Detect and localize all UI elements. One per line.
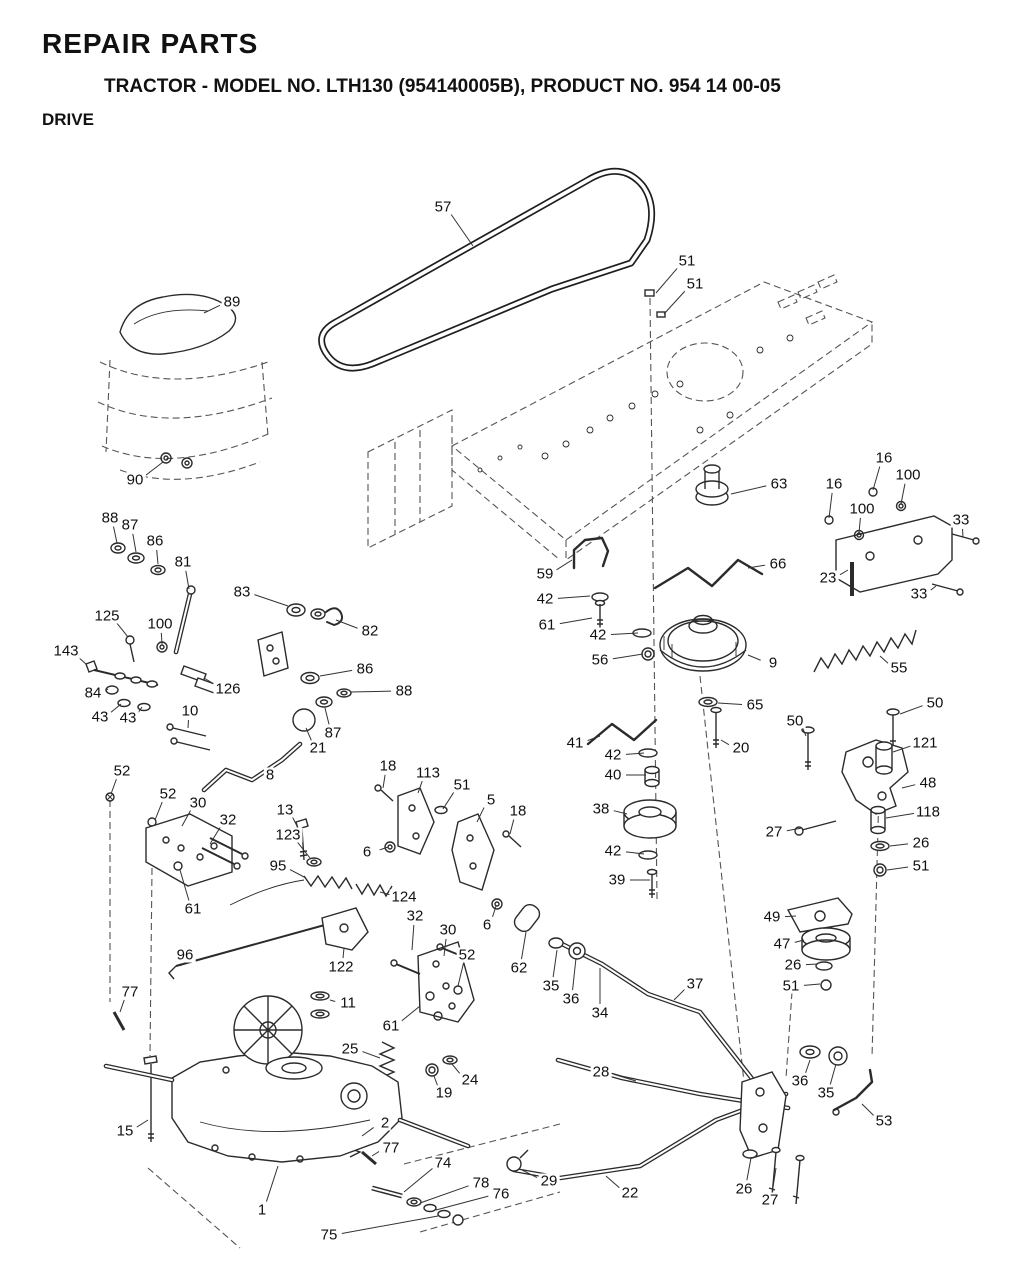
- link-53: [832, 1068, 874, 1116]
- section-label: DRIVE: [42, 110, 94, 129]
- drive-belt: [318, 167, 656, 372]
- washers-83: [286, 603, 326, 620]
- bracket-30-left: [145, 813, 249, 887]
- washer-65: [698, 696, 718, 708]
- spring-124: [355, 882, 393, 898]
- bracket-113: [397, 787, 435, 855]
- pivot-bracket: [257, 631, 289, 677]
- shift-rod-96: [168, 917, 351, 980]
- page-title: REPAIR PARTS: [42, 28, 259, 59]
- clip-82: [325, 607, 344, 627]
- steering-console: [119, 293, 237, 355]
- screws-10: [166, 723, 211, 751]
- bolt-15: [143, 1055, 158, 1142]
- eyebolt-29: [506, 1149, 529, 1172]
- bracket-122: [321, 907, 369, 951]
- bolt-51-top: [644, 289, 666, 318]
- bolts-33: [931, 533, 980, 596]
- roller-62: [513, 903, 541, 933]
- hardware-cluster-left: [85, 635, 221, 712]
- steering-hidden-parts: [97, 359, 273, 480]
- nut-19-washer-24: [425, 1055, 458, 1077]
- chassis-frame: [367, 274, 874, 562]
- belt-guide-41: [586, 718, 658, 746]
- washers-86-87-88-right: [300, 671, 352, 708]
- electric-clutch: [659, 614, 747, 672]
- washer-123: [306, 857, 322, 867]
- bracket-23: [835, 515, 953, 596]
- spacers-35-36-right: [799, 1045, 848, 1066]
- idler-pulley-47: [786, 897, 853, 991]
- fasteners-74-78-76-75: [371, 1185, 464, 1226]
- chassis-holes: [477, 334, 794, 473]
- fasteners-26-27-bottom: [742, 1146, 805, 1205]
- pulley-63: [695, 464, 729, 506]
- bolt-20: [710, 706, 722, 748]
- washers-11: [310, 991, 330, 1019]
- spring-55: [813, 629, 917, 673]
- clutch-rod-34-37: [559, 941, 767, 1097]
- ball-knob-21: [292, 708, 316, 732]
- washers-35-36-center: [548, 937, 586, 960]
- spring-95: [229, 874, 353, 906]
- nuts-90: [160, 452, 193, 469]
- idler-assembly: [794, 708, 909, 877]
- transaxle: [103, 995, 471, 1163]
- belt-guard-59: [572, 536, 610, 570]
- pin-77-left: [112, 1011, 126, 1031]
- brake-arm-8: [201, 741, 303, 793]
- bolts-18: [374, 784, 522, 848]
- bracket-5: [451, 813, 495, 891]
- model-subtitle: TRACTOR - MODEL NO. LTH130 (954140005B),…: [104, 76, 781, 97]
- washer-stack: [591, 592, 677, 898]
- belt-guide-66: [653, 558, 764, 590]
- washers-86-87-88-left: [110, 542, 166, 576]
- lever-81: [173, 585, 196, 655]
- pin-77-bottom: [361, 1150, 377, 1166]
